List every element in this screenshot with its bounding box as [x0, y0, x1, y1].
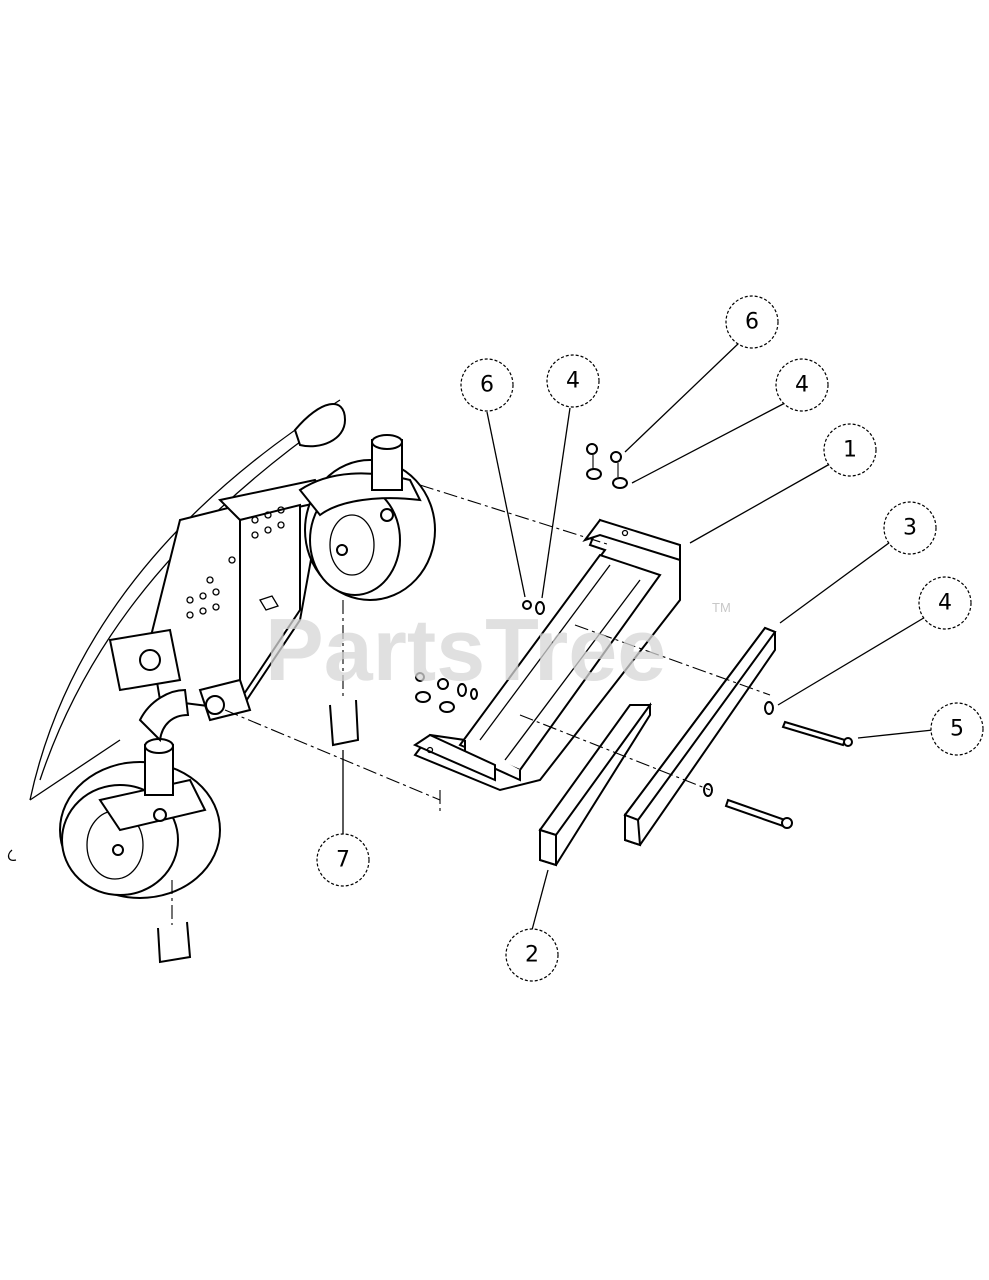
- callout-1-label: 1: [843, 438, 857, 463]
- callout-4-right-label: 4: [938, 591, 952, 616]
- callout-7: 7: [316, 833, 370, 887]
- callout-4-right: 4: [918, 576, 972, 630]
- bar-item-2: [538, 702, 652, 867]
- callout-6-center: 6: [460, 358, 514, 412]
- caster-wheel-lower: [59, 688, 221, 899]
- watermark-trademark: TM: [712, 600, 731, 615]
- callout-6-top-right: 6: [725, 295, 779, 349]
- edge-fragment: [7, 849, 17, 861]
- u-bolt-lower: [157, 880, 192, 964]
- callout-6-top-right-label: 6: [745, 310, 759, 335]
- bar-item-3: [623, 626, 777, 847]
- leader-lines: [342, 341, 934, 931]
- assembly-lines: [224, 455, 771, 815]
- callout-6-center-label: 6: [480, 373, 494, 398]
- hardware: [415, 443, 853, 829]
- callout-1: 1: [823, 423, 877, 477]
- callout-7-label: 7: [336, 848, 350, 873]
- watermark: PartsTree TM: [265, 600, 731, 699]
- callout-5-label: 5: [950, 717, 964, 742]
- callout-2: 2: [505, 928, 559, 982]
- callout-5: 5: [930, 702, 984, 756]
- callout-3-label: 3: [903, 516, 917, 541]
- u-bolt-upper: [329, 600, 360, 747]
- frame-holes: [186, 506, 285, 619]
- callout-4-top-right: 4: [775, 358, 829, 412]
- watermark-text: PartsTree: [265, 600, 666, 699]
- channel-frame: [412, 518, 681, 792]
- callout-4-center: 4: [546, 354, 600, 408]
- callout-2-label: 2: [525, 943, 539, 968]
- mower-frame-assembly: [29, 399, 347, 801]
- callout-3: 3: [883, 501, 937, 555]
- callout-4-top-right-label: 4: [795, 373, 809, 398]
- caster-wheel-upper: [298, 434, 436, 601]
- callout-4-center-label: 4: [566, 369, 580, 394]
